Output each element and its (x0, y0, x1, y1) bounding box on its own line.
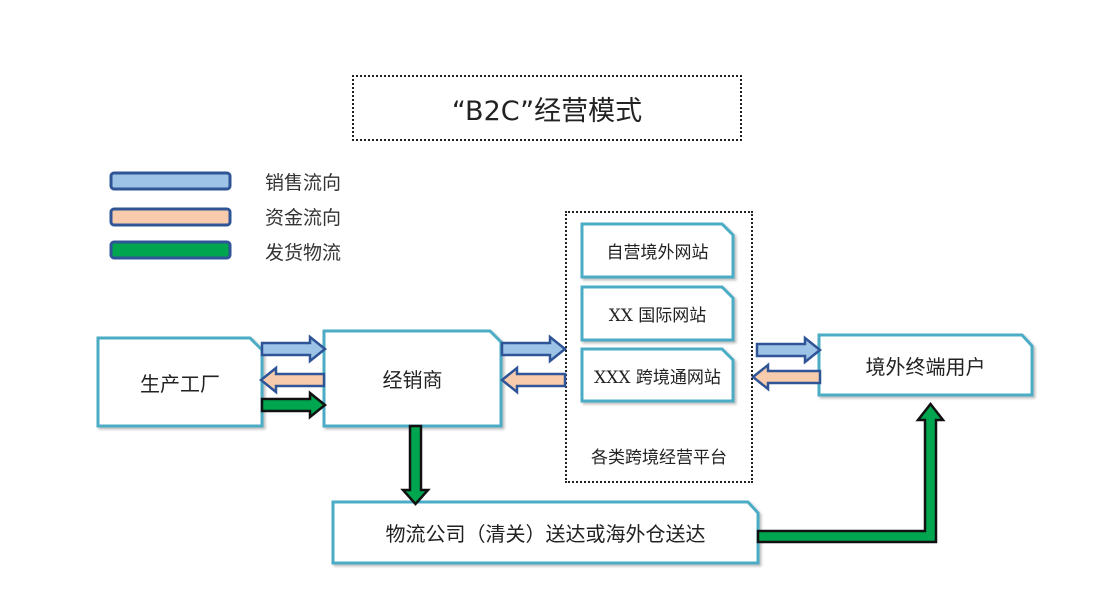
platform-site-label: XXX 跨境通网站 (594, 367, 721, 388)
dealer-box (322, 329, 503, 428)
factory-label: 生产工厂 (140, 371, 220, 396)
funds-arrow-dealer-factory (258, 365, 326, 395)
legend-swatch-shipping (109, 240, 232, 260)
legend-label-shipping: 发货物流 (265, 242, 342, 264)
platform-site-box (580, 222, 735, 279)
dealer-label: 经销商 (382, 368, 443, 392)
shipping-arrow-dealer-logistics (400, 424, 431, 506)
legend-label-funds: 资金流向 (265, 207, 342, 229)
title-frame (352, 75, 742, 141)
platform-site-box (580, 347, 735, 403)
platform-site-label: XX 国际网站 (608, 306, 707, 326)
funds-arrow-platform-dealer (499, 365, 567, 395)
shipping-arrow-logistics-user (756, 401, 946, 544)
sales-arrow-dealer-platform (500, 334, 568, 364)
legend-swatch-funds (109, 207, 232, 227)
platform-site-box (580, 285, 735, 342)
shipping-arrow-factory-dealer (260, 390, 328, 420)
legend-swatch-sales (109, 171, 232, 191)
end-user-box (817, 333, 1034, 397)
factory-box (96, 336, 264, 428)
funds-arrow-user-platform (750, 362, 822, 392)
platform-caption: 各类跨境经营平台 (591, 447, 727, 468)
logistics-label: 物流公司（清关）送达或海外仓送达 (385, 522, 706, 546)
legend-label-sales: 销售流向 (265, 172, 342, 194)
diagram-title: “B2C”经营模式 (451, 95, 643, 127)
sales-arrow-factory-dealer (260, 334, 328, 364)
platform-frame (565, 211, 753, 483)
end-user-label: 境外终端用户 (865, 354, 986, 379)
sales-arrow-platform-user (755, 335, 823, 365)
platform-site-label: 自营境外网站 (606, 243, 709, 263)
